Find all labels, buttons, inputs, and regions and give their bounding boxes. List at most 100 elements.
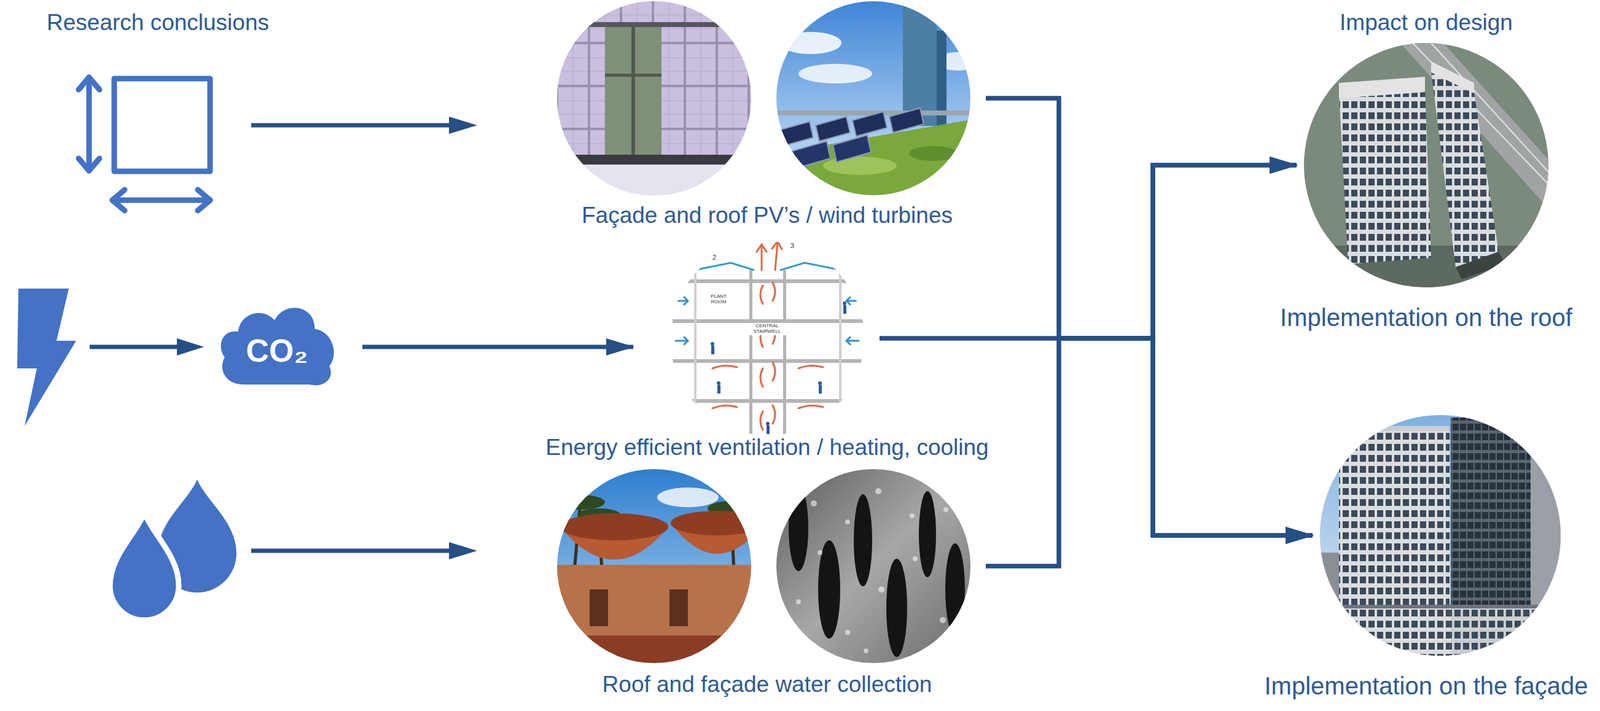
ventilation-section <box>818 381 822 386</box>
roof-pv-photo <box>852 111 887 137</box>
roof-pv-photo <box>902 0 937 126</box>
water-collection-photo <box>557 565 752 636</box>
roof-pv-photo <box>832 135 871 163</box>
ventilation-section <box>760 411 763 430</box>
droplets-photo <box>853 494 873 587</box>
pv-facade-photo <box>631 25 636 155</box>
droplets-photo <box>875 488 882 495</box>
ventilation-section <box>670 241 865 436</box>
pv-facade-photo <box>557 164 752 196</box>
size-icon <box>86 77 93 171</box>
photo-circle-node: Energy efficient ventilation / heating, … <box>670 241 865 436</box>
ventilation-section <box>672 319 863 324</box>
ventilation-section <box>672 279 863 284</box>
connector-arrow <box>362 345 634 350</box>
callout-number: 2 <box>711 253 718 262</box>
pv-facade-photo <box>557 1 752 196</box>
droplets-photo <box>788 485 965 658</box>
icon-arrow <box>448 116 478 134</box>
node-caption: Implementation on the façade <box>1264 671 1589 701</box>
ventilation-section <box>717 385 721 394</box>
size-icon <box>78 77 211 211</box>
ventilation-section <box>818 385 822 394</box>
droplets-photo <box>818 540 841 639</box>
cloud-node: CO₂ <box>216 298 338 396</box>
icon-arrow <box>251 549 452 554</box>
water-collection-photo <box>589 589 609 627</box>
ventilation-section <box>675 337 688 345</box>
node-caption: Implementation on the roof <box>1280 303 1573 332</box>
ventilation-section <box>846 297 859 305</box>
ventilation-section <box>672 399 863 403</box>
connector-arrow <box>879 165 1297 339</box>
ventilation-section <box>772 282 776 301</box>
water-collection-photo <box>555 495 605 510</box>
size-icon <box>112 189 125 211</box>
water-collection-photo <box>670 511 765 536</box>
ventilation-section <box>760 368 763 387</box>
ventilation-section <box>712 405 738 409</box>
ventilation-section <box>798 365 824 369</box>
facade-photo <box>1530 442 1562 658</box>
ventilation-section <box>839 270 842 443</box>
water-collection-photo <box>657 487 719 508</box>
water-drops-icon <box>109 479 237 621</box>
ventilation-section <box>798 405 824 409</box>
icon-arrow <box>89 116 478 560</box>
roof-pv-photo <box>776 0 983 196</box>
facade-photo <box>1319 608 1561 658</box>
ventilation-section <box>760 285 763 305</box>
ventilation-section <box>675 297 859 345</box>
ventilation-section <box>710 301 847 435</box>
icon-arrow <box>448 542 478 560</box>
ventilation-section <box>749 270 753 443</box>
water-collection-photo <box>555 469 765 664</box>
roof-aerial-photo <box>1455 251 1505 280</box>
roof-pv-photo <box>776 1 971 196</box>
pv-facade-photo <box>604 73 662 77</box>
roof-aerial-photo <box>1303 42 1549 289</box>
droplets-photo <box>810 500 817 507</box>
icon-arrow <box>176 338 204 356</box>
connector-arrow <box>985 98 1297 339</box>
roof-pv-photo <box>780 31 842 55</box>
ventilation-section <box>670 241 865 443</box>
connector-arrow <box>985 338 1313 567</box>
size-icon <box>78 158 100 171</box>
droplets-photo <box>909 513 915 519</box>
callout-number: 3 <box>789 241 796 250</box>
droplets-photo <box>878 586 885 593</box>
droplets-photo <box>939 617 946 624</box>
pv-facade-photo <box>557 22 752 28</box>
facade-photo <box>1338 426 1450 432</box>
ventilation-section <box>772 405 776 424</box>
node-caption: Energy efficient ventilation / heating, … <box>545 434 989 462</box>
ventilation-section <box>772 362 776 381</box>
roof-aerial-photo <box>1338 76 1425 99</box>
ventilation-section <box>772 241 782 271</box>
facade-photo <box>1319 415 1562 658</box>
ventilation-section <box>783 270 787 443</box>
droplets-photo <box>788 485 809 572</box>
size-icon <box>112 197 211 204</box>
column-heading: Research conclusions <box>46 10 270 36</box>
pv-facade-photo <box>557 154 752 165</box>
size-icon <box>78 77 100 90</box>
roof-pv-photo <box>823 156 897 176</box>
droplets-photo <box>776 469 971 664</box>
ventilation-section <box>675 297 688 305</box>
droplets-photo <box>776 469 971 664</box>
column-heading: Impact on design <box>1339 10 1513 36</box>
ventilation-section <box>672 359 863 363</box>
roof-aerial-photo <box>1431 70 1499 268</box>
connector-arrow <box>985 165 1297 567</box>
ventilation-section <box>716 381 721 386</box>
ventilation-section <box>694 262 755 271</box>
water-collection-photo <box>560 513 669 541</box>
icon-arrow <box>89 345 180 350</box>
ventilation-section <box>694 270 697 443</box>
droplets-photo <box>886 558 908 658</box>
photo-pair-node: Façade and roof PV’s / wind turbines <box>557 1 971 196</box>
